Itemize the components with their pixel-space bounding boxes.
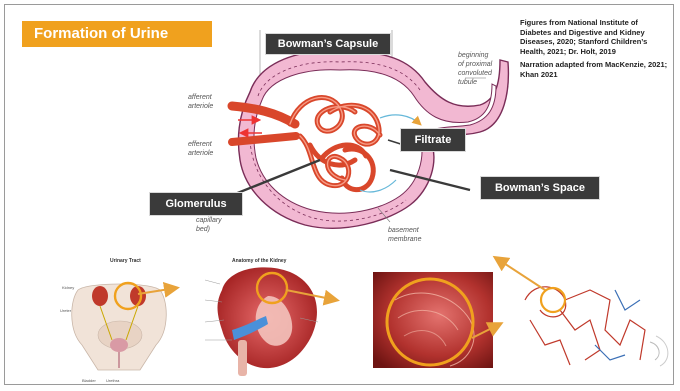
efferent-line1: efferent: [188, 141, 213, 148]
afferent-line2: arteriole: [188, 103, 213, 110]
proximal-line2: of proximal: [458, 61, 493, 68]
proximal-line1: beginning: [458, 52, 488, 59]
closeup-thumbnail: [373, 272, 493, 368]
urinary-tract-title: Urinary Tract: [110, 258, 141, 264]
ureter-label: Ureter: [60, 308, 72, 313]
proximal-line4: tubule: [458, 79, 477, 86]
audio-icon: [650, 342, 659, 360]
glomerulus-label: Glomerulus: [149, 192, 243, 216]
basement-line2: membrane: [388, 236, 422, 243]
kidney-anatomy-title: Anatomy of the Kidney: [232, 258, 287, 264]
capillary-line1: capillary: [196, 217, 222, 224]
filtrate-label: Filtrate: [400, 128, 466, 152]
basement-line1: basement: [388, 227, 420, 234]
urethra-label: Urethra: [106, 378, 120, 383]
nephron-thumbnail: [525, 287, 645, 365]
kidney-label: Kidney: [62, 285, 74, 290]
urinary-tract-thumbnail: Urinary Tract Kidney Ureter Bladder Uret…: [60, 258, 166, 383]
bowmans-capsule-label: Bowman’s Capsule: [265, 33, 391, 55]
proximal-line3: convoluted: [458, 70, 493, 77]
bowmans-space-label: Bowman’s Space: [480, 176, 600, 200]
nephron-highlight-circle: [541, 288, 565, 312]
bladder-label: Bladder: [82, 378, 96, 383]
kidney-anatomy-thumbnail: Anatomy of the Kidney: [205, 258, 318, 376]
efferent-line2: arteriole: [188, 150, 213, 157]
afferent-line1: afferent: [188, 94, 213, 101]
capillary-line2: bed): [196, 226, 210, 233]
